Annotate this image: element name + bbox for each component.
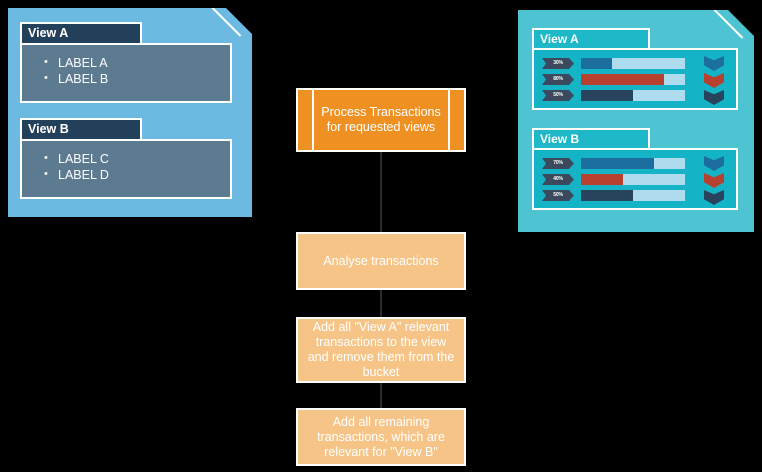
bar-row: 30% <box>542 58 694 69</box>
bar-row: 50% <box>542 90 694 101</box>
bar-row: 70% <box>542 158 694 169</box>
chevron-down-icon <box>704 90 724 105</box>
flow-step-add-view-a-label: Add all "View A" relevant transactions t… <box>307 320 455 379</box>
flow-step-analyse[interactable]: Analyse transactions <box>296 232 466 290</box>
flow-step-process-label: Process Transactions for requested views <box>315 105 447 135</box>
subprocess-divider-right <box>448 90 450 150</box>
bar-fill <box>581 190 633 201</box>
right-view-a-chart: 30% 80% 50% <box>532 48 738 110</box>
bar-row: 50% <box>542 190 694 201</box>
flow-step-add-view-b-label: Add all remaining transactions, which ar… <box>317 414 445 459</box>
right-view-a-bar-rows: 30% 80% 50% <box>542 58 694 106</box>
left-view-card-b[interactable]: View B LABEL C LABEL D <box>20 118 232 199</box>
bar-percent-label: 80% <box>542 74 574 85</box>
bar-fill <box>581 74 664 85</box>
bar-track <box>581 90 685 101</box>
right-view-b-title: View B <box>532 128 650 150</box>
bar-percent-label: 50% <box>542 190 574 201</box>
chevron-down-icon <box>704 73 724 88</box>
flow-step-process[interactable]: Process Transactions for requested views <box>296 88 466 152</box>
left-view-b-body: LABEL C LABEL D <box>20 139 232 199</box>
connector-process-analyse <box>380 152 382 232</box>
right-view-b-bar-rows: 70% 40% 50% <box>542 158 694 206</box>
right-view-a-title: View A <box>532 28 650 50</box>
right-view-card-a[interactable]: View A 30% 80% 50% <box>532 28 738 110</box>
bar-fill <box>581 174 623 185</box>
list-item: LABEL D <box>56 167 230 183</box>
list-item: LABEL A <box>56 55 230 71</box>
bar-row: 80% <box>542 74 694 85</box>
right-view-a-chevron-stack <box>704 56 724 107</box>
flow-step-add-view-a[interactable]: Add all "View A" relevant transactions t… <box>296 317 466 383</box>
flow-step-analyse-label: Analyse transactions <box>323 253 439 268</box>
right-view-b-chevron-stack <box>704 156 724 207</box>
left-view-b-title: View B <box>20 118 142 141</box>
bar-percent-label: 30% <box>542 58 574 69</box>
source-bucket-note: View A LABEL A LABEL B View B LABEL C LA… <box>8 8 252 217</box>
bar-percent-label: 70% <box>542 158 574 169</box>
chevron-down-icon <box>704 156 724 171</box>
chevron-down-icon <box>704 190 724 205</box>
bar-percent-label: 40% <box>542 174 574 185</box>
bar-track <box>581 74 685 85</box>
flow-step-process-line1: Process Transactions <box>321 105 441 119</box>
bar-track <box>581 190 685 201</box>
flow-step-process-line2: for requested views <box>326 120 436 134</box>
left-view-card-a[interactable]: View A LABEL A LABEL B <box>20 22 232 103</box>
bar-track <box>581 158 685 169</box>
bar-row: 40% <box>542 174 694 185</box>
chevron-down-icon <box>704 56 724 71</box>
connector-analyse-adda <box>380 290 382 317</box>
bar-percent-label: 50% <box>542 90 574 101</box>
left-view-a-body: LABEL A LABEL B <box>20 43 232 103</box>
bar-track <box>581 58 685 69</box>
subprocess-divider-left <box>312 90 314 150</box>
chevron-down-icon <box>704 173 724 188</box>
left-view-a-title: View A <box>20 22 142 45</box>
right-view-b-chart: 70% 40% 50% <box>532 148 738 210</box>
list-item: LABEL C <box>56 151 230 167</box>
bar-fill <box>581 90 633 101</box>
connector-adda-addb <box>380 383 382 408</box>
bar-fill <box>581 158 654 169</box>
list-item: LABEL B <box>56 71 230 87</box>
bar-fill <box>581 58 612 69</box>
bar-track <box>581 174 685 185</box>
result-views-note: View A 30% 80% 50% <box>518 10 754 232</box>
right-view-card-b[interactable]: View B 70% 40% 50% <box>532 128 738 210</box>
flow-step-add-view-b[interactable]: Add all remaining transactions, which ar… <box>296 408 466 466</box>
